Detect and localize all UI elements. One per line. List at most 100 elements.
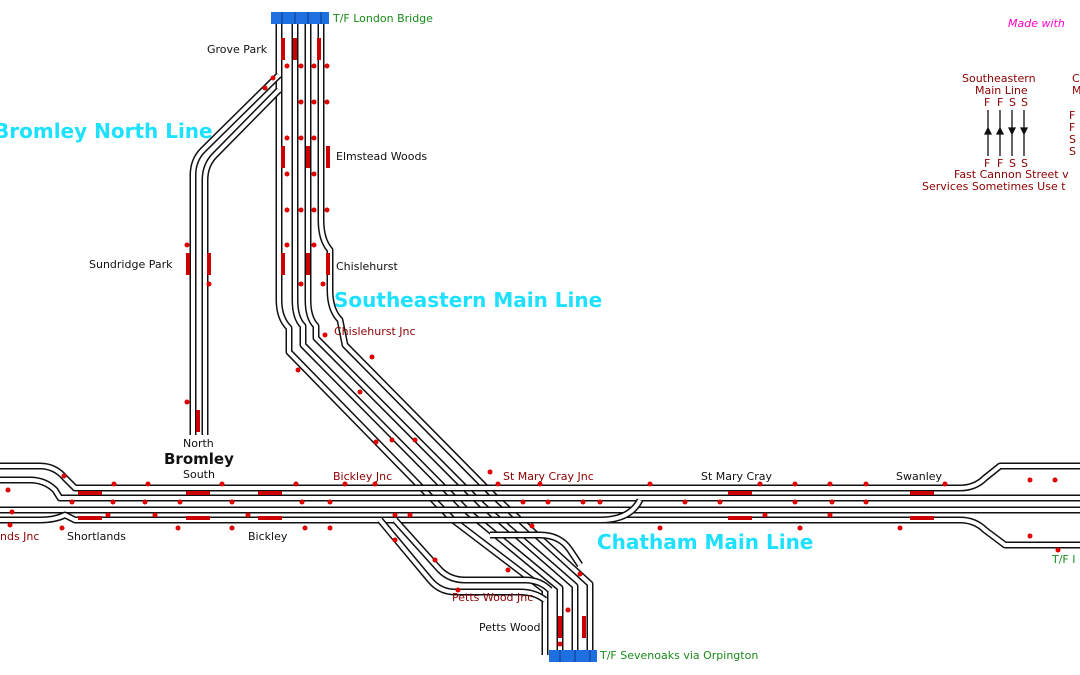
legend-bottom-s2: S (1021, 157, 1028, 170)
signal (647, 481, 653, 487)
track-stmc-chord (490, 498, 644, 567)
platform-chislehurst-3 (326, 253, 330, 275)
legend2-row-4: S (1069, 145, 1076, 158)
signal (327, 525, 333, 531)
station-swanley: Swanley (896, 470, 943, 483)
signal (495, 481, 501, 487)
signal (792, 481, 798, 487)
platform-petts-wood-1 (558, 616, 562, 638)
signal (152, 512, 158, 518)
legend-top-f1: F (984, 96, 990, 109)
signal (324, 63, 330, 69)
junction-st-mary-cray: St Mary Cray Jnc (503, 470, 594, 483)
signal (219, 481, 225, 487)
signal (270, 75, 276, 81)
signal (175, 525, 181, 531)
platform-elmstead-2 (306, 146, 310, 168)
signal (177, 499, 183, 505)
legend-note-line2: Services Sometimes Use t (922, 180, 1066, 193)
platform-chislehurst-1 (281, 253, 285, 275)
platform-grove-park-3 (317, 38, 321, 60)
signal (7, 522, 13, 528)
platform-bromley-s-bot (186, 516, 210, 520)
line-bromley-north: Bromley North Line (0, 119, 213, 143)
signal (311, 242, 317, 248)
labels: T/F London Bridge Grove Park Elmstead Wo… (0, 12, 1076, 662)
station-bickley: Bickley (248, 530, 288, 543)
signals (5, 63, 1061, 647)
terminal-blocks (271, 12, 597, 662)
signal (184, 242, 190, 248)
signal (357, 389, 363, 395)
track-petts-wood-chord (377, 517, 553, 603)
credit-text: Made with (1008, 17, 1065, 30)
signal (392, 537, 398, 543)
legend-top-s2: S (1021, 96, 1028, 109)
signal (324, 207, 330, 213)
signal (293, 481, 299, 487)
station-petts-wood: Petts Wood (479, 621, 541, 634)
signal (487, 469, 493, 475)
track-chatham-2 (0, 476, 1080, 502)
station-chislehurst: Chislehurst (336, 260, 398, 273)
destination-sevenoaks: T/F Sevenoaks via Orpington (599, 649, 758, 662)
signal (545, 499, 551, 505)
signal (373, 439, 379, 445)
signal (597, 499, 603, 505)
signal (505, 567, 511, 573)
signal (284, 171, 290, 177)
signal (298, 99, 304, 105)
platform-chislehurst-2 (306, 253, 310, 275)
signal (792, 499, 798, 505)
track-chatham-1 (0, 462, 1080, 492)
track-bromley-north (189, 72, 282, 435)
signal (299, 499, 305, 505)
signal (1027, 533, 1033, 539)
destination-london-bridge: T/F London Bridge (332, 12, 433, 25)
signal (298, 281, 304, 287)
legend-top-f2: F (997, 96, 1003, 109)
legend-bottom-s1: S (1009, 157, 1016, 170)
signal (717, 499, 723, 505)
signal (322, 332, 328, 338)
station-bromley: Bromley (164, 450, 234, 468)
signal (324, 99, 330, 105)
signal (537, 481, 543, 487)
platform-elmstead-1 (281, 146, 285, 168)
station-elmstead-woods: Elmstead Woods (336, 150, 427, 163)
signal (897, 525, 903, 531)
legend-bottom-f2: F (997, 157, 1003, 170)
junction-bickley: Bickley Jnc (333, 470, 392, 483)
signal (320, 281, 326, 287)
line-chatham-main: Chatham Main Line (597, 530, 813, 554)
legend-title-line2: Main Line (975, 84, 1028, 97)
signal (298, 63, 304, 69)
platform-bickley-bot (258, 516, 282, 520)
platform-sundridge-2 (207, 253, 211, 275)
signal (311, 207, 317, 213)
signal (455, 587, 461, 593)
signal (520, 499, 526, 505)
signal (577, 571, 583, 577)
destination-right-partial: T/F I (1051, 553, 1076, 566)
junction-petts-wood: Petts Wood Jnc (452, 591, 533, 604)
track-se-3 (304, 18, 579, 655)
track-se-2 (291, 18, 564, 655)
signal (762, 512, 768, 518)
platform-shortlands-bot (78, 516, 102, 520)
signal (407, 512, 413, 518)
signal (229, 499, 235, 505)
signal (311, 171, 317, 177)
platform-bickley-top (258, 491, 282, 495)
signal (580, 499, 586, 505)
platform-stmc-bot (728, 516, 752, 520)
signal (206, 281, 212, 287)
station-grove-park: Grove Park (207, 43, 268, 56)
signal (5, 487, 11, 493)
legend-top-s1: S (1009, 96, 1016, 109)
signal (184, 399, 190, 405)
tracks (0, 18, 1080, 655)
signal (59, 525, 65, 531)
signal (682, 499, 688, 505)
